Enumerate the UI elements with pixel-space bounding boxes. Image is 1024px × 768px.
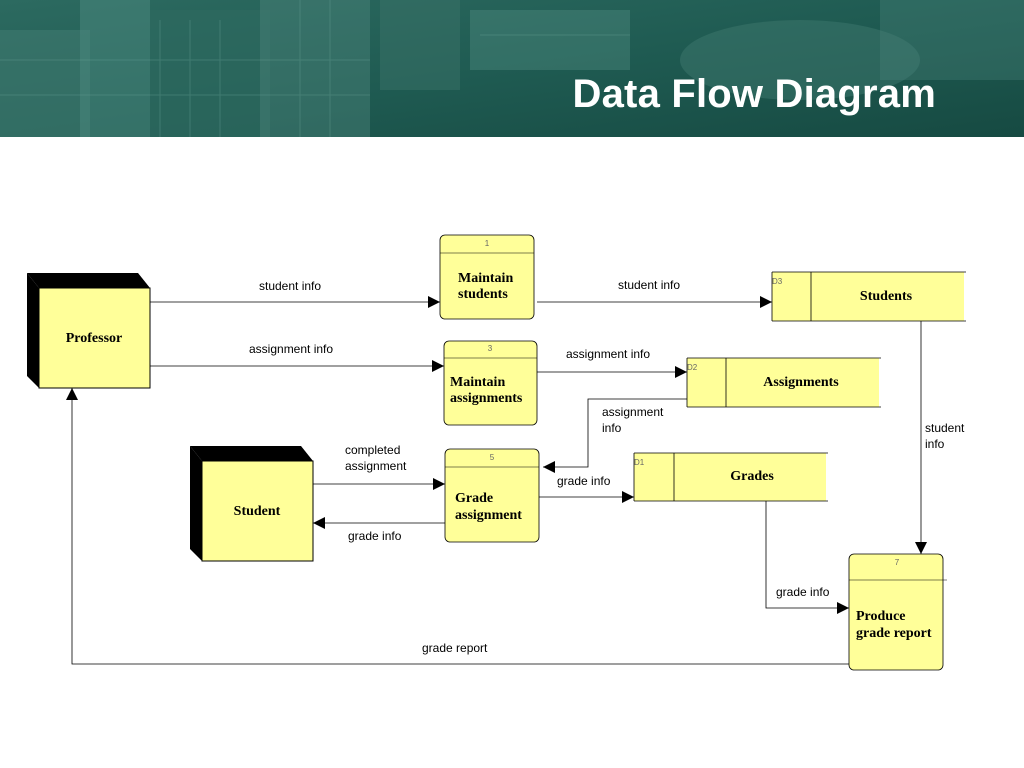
flow-p7-to-professor (66, 388, 849, 665)
process-1: 1 Maintain students (439, 234, 535, 320)
process-1-id: 1 (485, 239, 490, 248)
process-5-id: 5 (490, 453, 495, 462)
store-d3-id: D3 (772, 277, 783, 286)
flow-d1-to-p7 (765, 501, 849, 614)
flow-label-d2-p5-2: info (602, 421, 622, 435)
entity-professor: Professor (27, 273, 151, 389)
banner-background (0, 0, 1024, 137)
process-1-label-1: Maintain (458, 271, 513, 286)
process-3-label-1: Maintain (450, 375, 505, 390)
process-3-id: 3 (488, 344, 493, 353)
process-7: 7 Produce grade report (848, 553, 947, 671)
process-7-label-1: Produce (856, 609, 906, 624)
store-d1-id: D1 (634, 458, 645, 467)
flow-label-p5-student: grade info (348, 529, 402, 543)
flow-d2-to-p5 (543, 398, 687, 473)
data-flow-diagram: Professor Student 1 Maintain students 3 … (27, 234, 966, 671)
flow-label-p1-d3: student info (618, 278, 680, 292)
process-1-label-2: students (458, 287, 508, 302)
store-d1-label: Grades (730, 469, 774, 484)
flow-label-prof-p1: student info (259, 279, 321, 293)
store-d2-id: D2 (687, 363, 698, 372)
flow-label-prof-p3: assignment info (249, 342, 333, 356)
store-d3: D3 Students (771, 271, 966, 322)
store-d2: D2 Assignments (686, 357, 881, 408)
flow-label-d3-p7-1: student (925, 421, 965, 435)
flow-label-student-p5-1: completed (345, 443, 400, 457)
flow-label-student-p5-2: assignment (345, 459, 407, 473)
process-3-label-2: assignments (450, 391, 523, 406)
process-3: 3 Maintain assignments (443, 340, 538, 426)
flow-label-d1-p7: grade info (776, 585, 830, 599)
store-d2-label: Assignments (763, 375, 839, 390)
store-d3-label: Students (860, 289, 913, 304)
flow-label-p7-prof: grade report (422, 641, 488, 655)
flow-label-d2-p5-1: assignment (602, 405, 664, 419)
process-5-label-1: Grade (455, 491, 493, 506)
process-7-label-2: grade report (856, 626, 932, 641)
page-title: Data Flow Diagram (572, 72, 936, 116)
process-5-label-2: assignment (455, 508, 522, 523)
store-d1: D1 Grades (633, 452, 828, 502)
process-7-id: 7 (895, 558, 900, 567)
process-5: 5 Grade assignment (444, 448, 540, 543)
title-banner: Data Flow Diagram (0, 0, 1024, 137)
entity-professor-label: Professor (66, 331, 123, 346)
entity-student: Student (190, 446, 314, 562)
flow-label-d3-p7-2: info (925, 437, 945, 451)
flow-label-p5-d1: grade info (557, 474, 611, 488)
flow-label-p3-d2: assignment info (566, 347, 650, 361)
entity-student-label: Student (234, 504, 281, 519)
